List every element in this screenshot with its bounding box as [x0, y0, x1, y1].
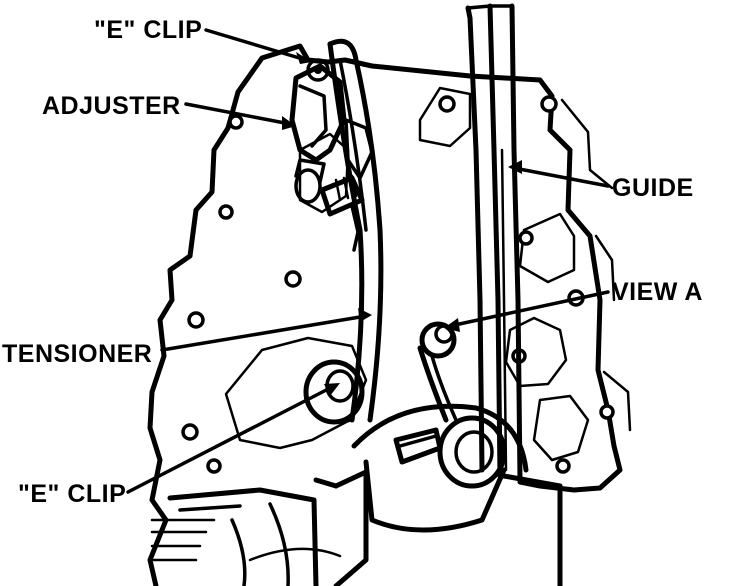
bolt-hole	[599, 404, 615, 420]
bolt-hole	[228, 114, 244, 130]
bolt-holes	[181, 95, 615, 474]
label-tensioner: TENSIONER	[2, 340, 152, 368]
leader-view-a	[448, 290, 610, 328]
chain-guide-rail	[465, 3, 523, 483]
bolt-hole	[438, 95, 456, 113]
bolt-hole	[284, 270, 302, 288]
bolt-hole	[518, 230, 534, 246]
callout-labels: "E" CLIP ADJUSTER GUIDE VIEW A TENSIONER…	[2, 16, 703, 508]
leader-e-clip-top	[204, 28, 308, 62]
bolt-hole	[555, 458, 571, 474]
leader-e-clip-bottom	[126, 384, 336, 494]
pivot-e-clip	[303, 359, 365, 425]
crankshaft-sprocket	[248, 403, 563, 586]
bolt-hole	[181, 423, 199, 441]
label-guide: GUIDE	[612, 174, 694, 202]
label-e-clip-bottom: "E" CLIP	[18, 480, 126, 508]
leader-tensioner	[160, 314, 368, 352]
adjuster-assembly	[289, 58, 374, 252]
label-e-clip-top: "E" CLIP	[94, 16, 202, 44]
e-clip-top-part	[306, 58, 330, 82]
label-view-a: VIEW A	[612, 278, 703, 306]
leader-adjuster	[184, 102, 292, 126]
label-adjuster: ADJUSTER	[42, 92, 181, 120]
view-a-part	[417, 321, 458, 423]
leader-guide	[512, 166, 610, 188]
bolt-hole	[206, 458, 222, 474]
lower-housing	[148, 487, 319, 586]
bolt-hole	[187, 311, 205, 329]
bolt-hole	[540, 95, 558, 113]
leader-lines	[126, 28, 610, 494]
tensioner-arm	[327, 38, 384, 423]
bolt-hole	[218, 204, 234, 220]
